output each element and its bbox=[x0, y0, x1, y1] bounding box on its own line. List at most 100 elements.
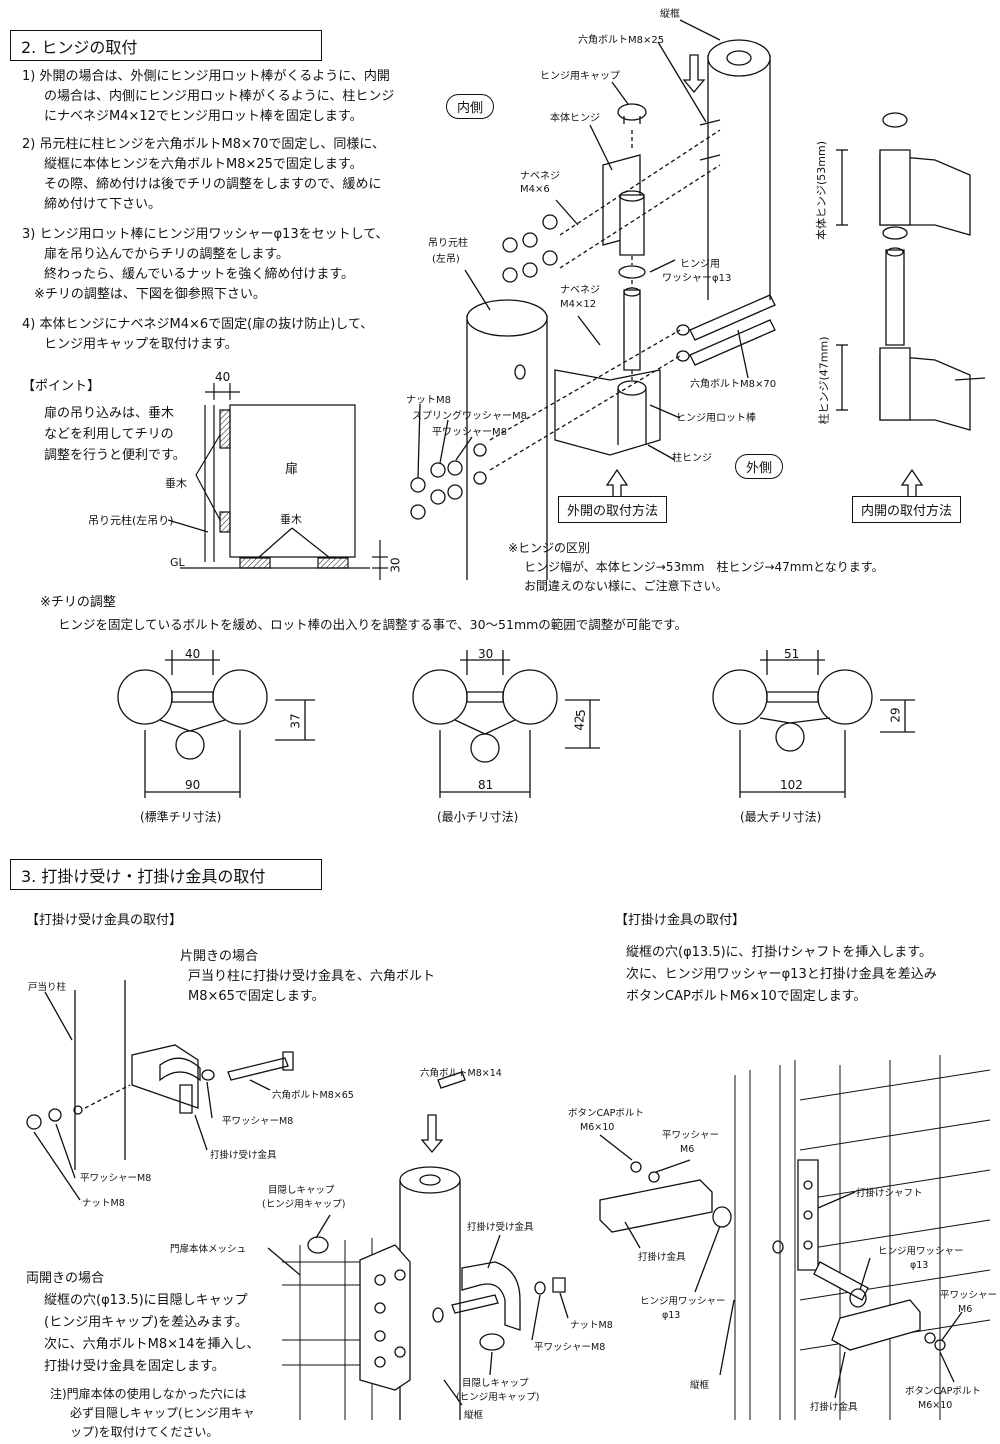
step2-line1: 2) 吊元柱に柱ヒンジを六角ボルトM8×70で固定し、同様に、 bbox=[22, 137, 386, 152]
hinge-note-line2: ヒンジ幅が、本体ヒンジ→53mm 柱ヒンジ→47mmとなります。 bbox=[524, 560, 884, 574]
single-line1: 戸当り柱に打掛け受け金具を、六角ボルト bbox=[188, 969, 436, 984]
label-flat2-right-b: M6 bbox=[958, 1304, 973, 1315]
label-post-b: (左吊) bbox=[432, 254, 460, 265]
double-line2: (ヒンジ用キャップ)を差込みます。 bbox=[44, 1315, 248, 1330]
chiri1-caption: (標準チリ寸法) bbox=[140, 810, 222, 824]
outer-badge: 外側 bbox=[735, 454, 784, 479]
label-shaft: 打掛けシャフト bbox=[856, 1188, 923, 1199]
latch-line3: ボタンCAPボルトM6×10で固定します。 bbox=[626, 989, 867, 1004]
label-blind1-b: (ヒンジ用キャップ) bbox=[262, 1199, 346, 1210]
chiri3-bottom: 102 bbox=[780, 778, 803, 792]
point-line3: 調整を行うと便利です。 bbox=[44, 448, 186, 463]
step1-line1: 1) 外開の場合は、外側にヒンジ用ロット棒がくるように、内開 bbox=[22, 69, 390, 84]
double-note1: 注)門扉本体の使用しなかった穴には bbox=[50, 1387, 247, 1401]
label-body-hinge: 本体ヒンジ bbox=[550, 113, 600, 124]
label-hw2-b: φ13 bbox=[662, 1310, 681, 1321]
step3-line3: 終わったら、緩んでいるナットを強く締め付けます。 bbox=[44, 267, 355, 282]
label-tatewaku-mid: 縦框 bbox=[464, 1410, 484, 1421]
step2-line2: 縦框に本体ヒンジを六角ボルトM8×25で固定します。 bbox=[44, 157, 363, 172]
step4-line1: 4) 本体ヒンジにナベネジM4×6で固定(扉の抜け防止)して、 bbox=[22, 317, 374, 332]
step2-line4: 締め付けて下さい。 bbox=[44, 197, 162, 212]
label-latch: 打掛け金具 bbox=[638, 1252, 686, 1263]
hinge-note-line1: ※ヒンジの区別 bbox=[508, 541, 591, 555]
double-line1: 縦框の穴(φ13.5)に目隠しキャップ bbox=[44, 1293, 248, 1308]
label-washer13-b: ワッシャーφ13 bbox=[662, 273, 732, 284]
chiri-heading: ※チリの調整 bbox=[40, 595, 116, 610]
label-hw1-a: ヒンジ用ワッシャー bbox=[878, 1246, 964, 1257]
label-bolt65: 六角ボルトM8×65 bbox=[272, 1090, 354, 1101]
latch-line2: 次に、ヒンジ用ワッシャーφ13と打掛け金具を差込み bbox=[626, 967, 937, 982]
receiver-heading: 【打掛け受け金具の取付】 bbox=[26, 913, 183, 928]
label-latch2: 打掛け金具 bbox=[810, 1402, 858, 1413]
label-nabe12-a: ナベネジ bbox=[560, 285, 600, 296]
step3-line1: 3) ヒンジ用ロット棒にヒンジ用ワッシャーφ13をセットして、 bbox=[22, 227, 389, 242]
single-line2: M8×65で固定します。 bbox=[188, 989, 325, 1004]
label-nabe6-b: M4×6 bbox=[520, 184, 550, 195]
label-cap: ヒンジ用キャップ bbox=[540, 71, 620, 82]
double-line4: 打掛け受け金具を固定します。 bbox=[44, 1359, 225, 1374]
label-washer13-a: ヒンジ用 bbox=[680, 259, 720, 270]
label-receiver-left: 打掛け受け金具 bbox=[210, 1150, 277, 1161]
label-todomari: 戸当り柱 bbox=[28, 982, 67, 993]
label-tatewaku-right: 縦框 bbox=[690, 1380, 710, 1391]
point-door-label: 扉 bbox=[285, 462, 299, 477]
point-taruki2-label: 垂木 bbox=[280, 513, 302, 526]
label-tatewaku: 縦框 bbox=[660, 9, 680, 20]
label-post-a: 吊り元柱 bbox=[428, 238, 468, 249]
step3-line4: ※チリの調整は、下図を御参照下さい。 bbox=[34, 287, 266, 302]
label-nabe12-b: M4×12 bbox=[560, 299, 597, 310]
label-capbolt-b: M6×10 bbox=[580, 1122, 615, 1133]
inner-badge: 内側 bbox=[446, 94, 495, 119]
label-capbolt2-b: M6×10 bbox=[918, 1400, 953, 1411]
double-line3: 次に、六角ボルトM8×14を挿入し、 bbox=[44, 1337, 260, 1352]
inward-method-label: 内開の取付方法 bbox=[852, 496, 962, 523]
label-flat: 平ワッシャーM8 bbox=[432, 427, 507, 438]
section3-title: 3. 打掛け受け・打掛け金具の取付 bbox=[10, 859, 322, 890]
chiri2-caption: (最小チリ寸法) bbox=[437, 810, 519, 824]
label-spring: スプリングワッシャーM8 bbox=[412, 411, 527, 422]
chiri2-top: 30 bbox=[478, 647, 494, 661]
chiri3-top: 51 bbox=[784, 647, 800, 661]
chiri1-top: 40 bbox=[185, 647, 201, 661]
label-rod: ヒンジ用ロット棒 bbox=[676, 413, 756, 424]
point-line2: などを利用してチリの bbox=[44, 427, 174, 442]
double-note3: ップ)を取付けてください。 bbox=[70, 1425, 219, 1439]
step1-line3: にナベネジM4×12でヒンジ用ロット棒を固定します。 bbox=[44, 109, 363, 124]
label-flat-left: 平ワッシャーM8 bbox=[222, 1116, 294, 1127]
point-taruki1-label: 垂木 bbox=[165, 477, 187, 490]
point-dim-top: 40 bbox=[215, 370, 231, 384]
section2-title: 2. ヒンジの取付 bbox=[10, 30, 322, 61]
label-blind1-a: 目隠しキャップ bbox=[268, 1185, 335, 1196]
label-flat2-left: 平ワッシャーM8 bbox=[80, 1173, 152, 1184]
label-bolt70: 六角ボルトM8×70 bbox=[690, 379, 777, 390]
double-heading: 両開きの場合 bbox=[26, 1271, 105, 1286]
label-blind2-b: (ヒンジ用キャップ) bbox=[456, 1392, 540, 1403]
latch-heading: 【打掛け金具の取付】 bbox=[615, 913, 746, 928]
single-heading: 片開きの場合 bbox=[180, 949, 259, 964]
label-nut-left: ナットM8 bbox=[82, 1198, 125, 1209]
label-capbolt-a: ボタンCAPボルト bbox=[568, 1108, 644, 1119]
label-flat-right-a: 平ワッシャー bbox=[662, 1130, 720, 1141]
label-nut-mid: ナットM8 bbox=[570, 1320, 613, 1331]
step4-line2: ヒンジ用キャップを取付けます。 bbox=[44, 337, 238, 352]
step1-line2: の場合は、内側にヒンジ用ロット棒がくるように、柱ヒンジ bbox=[44, 89, 395, 104]
step3-line2: 扉を吊り込んでからチリの調整をします。 bbox=[44, 247, 290, 262]
point-line1: 扉の吊り込みは、垂木 bbox=[44, 406, 175, 421]
point-gl-label: GL bbox=[170, 556, 185, 569]
label-hw2-a: ヒンジ用ワッシャー bbox=[640, 1296, 726, 1307]
label-mesh: 門扉本体メッシュ bbox=[170, 1244, 247, 1255]
label-bolt25: 六角ボルトM8×25 bbox=[578, 35, 665, 46]
point-post-label: 吊り元柱(左吊り) bbox=[88, 514, 174, 527]
chiri3-caption: (最大チリ寸法) bbox=[740, 810, 822, 824]
chiri2-bottom: 81 bbox=[478, 778, 494, 792]
label-nut: ナットM8 bbox=[406, 395, 451, 406]
label-post-hinge: 柱ヒンジ bbox=[672, 453, 712, 464]
label-capbolt2-a: ボタンCAPボルト bbox=[905, 1386, 981, 1397]
point-heading: 【ポイント】 bbox=[22, 379, 101, 394]
label-hw1-b: φ13 bbox=[910, 1260, 929, 1271]
label-receiver-mid: 打掛け受け金具 bbox=[467, 1222, 534, 1233]
chiri1-bottom: 90 bbox=[185, 778, 201, 792]
